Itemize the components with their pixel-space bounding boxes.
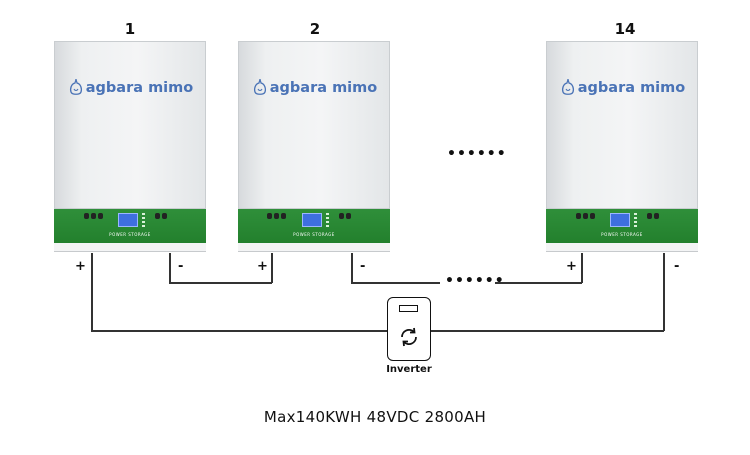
inverter [387, 297, 431, 361]
lcd-display [610, 213, 630, 227]
battery-number-2: 2 [309, 20, 321, 38]
status-leds [142, 213, 145, 229]
pear-logo-icon [253, 78, 267, 100]
wire-pos14-down [581, 253, 583, 283]
negative-terminals-2 [339, 204, 353, 219]
inverter-screen [399, 305, 418, 312]
positive-terminals-1 [84, 204, 105, 219]
lcd-display [302, 213, 322, 227]
wire-inverter-neg14 [431, 330, 664, 332]
battery-base [546, 243, 698, 252]
wire-neg14-down [663, 253, 665, 331]
status-leds [326, 213, 329, 229]
control-panel: POWER STORAGE [54, 209, 206, 243]
battery-number-1: 1 [124, 20, 136, 38]
wire-neg1-pos2 [169, 282, 272, 284]
wire-neg1-down [169, 253, 171, 283]
negative-terminals-14 [647, 204, 661, 219]
status-leds [634, 213, 637, 229]
lcd-display [118, 213, 138, 227]
brand-name: agbara mimo [577, 80, 686, 96]
battery-unit-2: agbara mimo POWER STORAGE [238, 41, 390, 252]
cycle-icon [397, 325, 421, 353]
wire-pos1-down [91, 253, 93, 331]
brand-logo: agbara mimo [547, 78, 699, 100]
pear-logo-icon [69, 78, 83, 100]
control-panel: POWER STORAGE [546, 209, 698, 243]
brand-logo: agbara mimo [55, 78, 207, 100]
wire-pos1-inverter [91, 330, 387, 332]
brand-name: agbara mimo [269, 80, 378, 96]
power-storage-label: POWER STORAGE [109, 232, 151, 237]
negative-marker-14: - [674, 259, 680, 274]
brand-name: agbara mimo [85, 80, 194, 96]
wire-to-pos14 [495, 282, 582, 284]
positive-marker-14: + [566, 259, 577, 274]
positive-marker-1: + [75, 259, 86, 274]
battery-number-14: 14 [614, 20, 636, 38]
battery-base [238, 243, 390, 252]
ellipsis-batteries: •••••• [447, 146, 507, 162]
inverter-label: Inverter [386, 364, 432, 375]
power-storage-label: POWER STORAGE [601, 232, 643, 237]
control-panel: POWER STORAGE [238, 209, 390, 243]
pear-logo-icon [561, 78, 575, 100]
positive-terminals-14 [576, 204, 597, 219]
battery-body: agbara mimo [546, 41, 698, 209]
ellipsis-wiring: •••••• [445, 273, 505, 289]
battery-body: agbara mimo [238, 41, 390, 209]
negative-marker-1: - [178, 259, 184, 274]
wire-neg2-down [351, 253, 353, 283]
positive-terminals-2 [267, 204, 288, 219]
spec-caption: Max140KWH 48VDC 2800AH [263, 408, 487, 426]
wire-pos2-down [271, 253, 273, 283]
wire-neg2-right [351, 282, 440, 284]
battery-base [54, 243, 206, 252]
positive-marker-2: + [257, 259, 268, 274]
battery-body: agbara mimo [54, 41, 206, 209]
battery-unit-14: agbara mimo POWER STORAGE [546, 41, 698, 252]
negative-terminals-1 [155, 204, 169, 219]
brand-logo: agbara mimo [239, 78, 391, 100]
power-storage-label: POWER STORAGE [293, 232, 335, 237]
negative-marker-2: - [360, 259, 366, 274]
battery-unit-1: agbara mimo POWER STORAGE [54, 41, 206, 252]
